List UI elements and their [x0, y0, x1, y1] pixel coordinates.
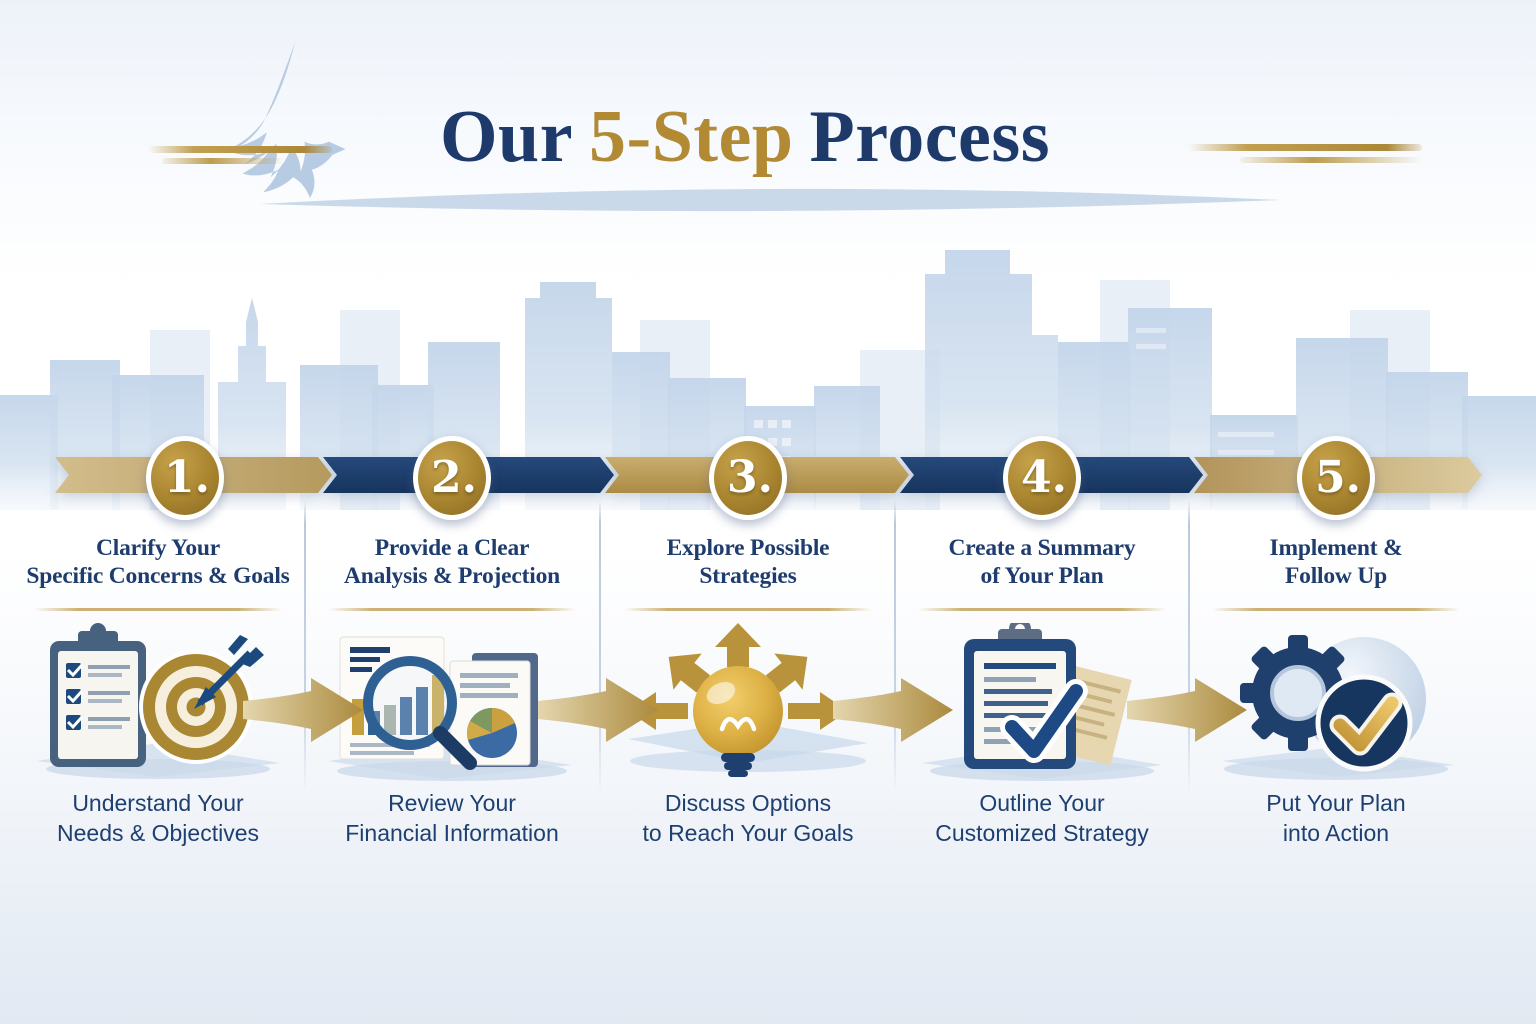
step-4-description: Outline Your Customized Strategy	[935, 790, 1149, 846]
step-1-heading: Clarify Your Specific Concerns & Goals	[26, 535, 290, 590]
step-5-column: Implement & Follow Up	[1186, 522, 1486, 872]
heading-underline	[328, 608, 576, 611]
title-swoosh-shadow	[260, 188, 1280, 212]
step-3-number: 3.	[727, 452, 773, 503]
column-divider-2	[599, 500, 601, 792]
step-2-description: Review Your Financial Information	[345, 790, 559, 846]
step-3-badge: 3.	[709, 436, 787, 520]
step-4-badge: 4.	[1003, 436, 1081, 520]
step-3-column: Explore Possible Strategies	[598, 522, 898, 872]
title-rule-right	[1188, 144, 1422, 151]
column-divider-1	[304, 500, 306, 792]
clipboard-checkmark-icon	[922, 623, 1162, 781]
next-step-arrow-icon	[243, 678, 363, 742]
heading-underline	[918, 608, 1166, 611]
step-2-heading: Provide a Clear Analysis & Projection	[344, 535, 560, 590]
next-step-arrow-icon	[833, 678, 953, 742]
title-word-5-step: 5-Step	[589, 96, 794, 178]
charts-magnifier-icon	[328, 636, 572, 781]
step-2-column: Provide a Clear Analysis & Projection	[302, 522, 602, 872]
heading-underline	[624, 608, 872, 611]
title-rule-right-small	[1240, 157, 1422, 163]
step-5-description: Put Your Plan into Action	[1266, 790, 1406, 846]
clipboard-checklist-and-target-icon	[36, 623, 280, 779]
step-2-number: 2.	[431, 452, 477, 503]
next-step-arrow-icon	[538, 678, 658, 742]
title-word-our: Our	[439, 96, 574, 178]
title-rule-left	[148, 146, 332, 153]
step-4-heading: Create a Summary of Your Plan	[948, 535, 1136, 590]
column-divider-3	[894, 500, 896, 792]
next-step-arrow-icon	[1127, 678, 1247, 742]
title-rule-left-small	[162, 158, 284, 164]
step-1-badge: 1.	[146, 436, 224, 520]
title-word-process: Process	[809, 96, 1050, 178]
heading-underline	[1212, 608, 1460, 611]
step-5-number: 5.	[1315, 452, 1361, 503]
step-1-description: Understand Your Needs & Objectives	[57, 790, 259, 846]
step-3-description: Discuss Options to Reach Your Goals	[642, 790, 854, 846]
step-4-column: Create a Summary of Your Plan	[892, 522, 1192, 872]
heading-underline	[34, 608, 282, 611]
column-divider-4	[1188, 500, 1190, 792]
step-1-column: Clarify Your Specific Concerns & Goals	[8, 522, 308, 872]
step-5-badge: 5.	[1297, 436, 1375, 520]
step-3-heading: Explore Possible Strategies	[666, 535, 830, 590]
lightbulb-options-arrows-icon	[628, 623, 868, 777]
gear-checkmark-icon	[1222, 635, 1454, 780]
step-2-badge: 2.	[413, 436, 491, 520]
step-5-heading: Implement & Follow Up	[1269, 535, 1403, 590]
step-4-number: 4.	[1021, 452, 1067, 503]
step-1-number: 1.	[164, 452, 210, 503]
eagle-icon	[229, 42, 346, 198]
